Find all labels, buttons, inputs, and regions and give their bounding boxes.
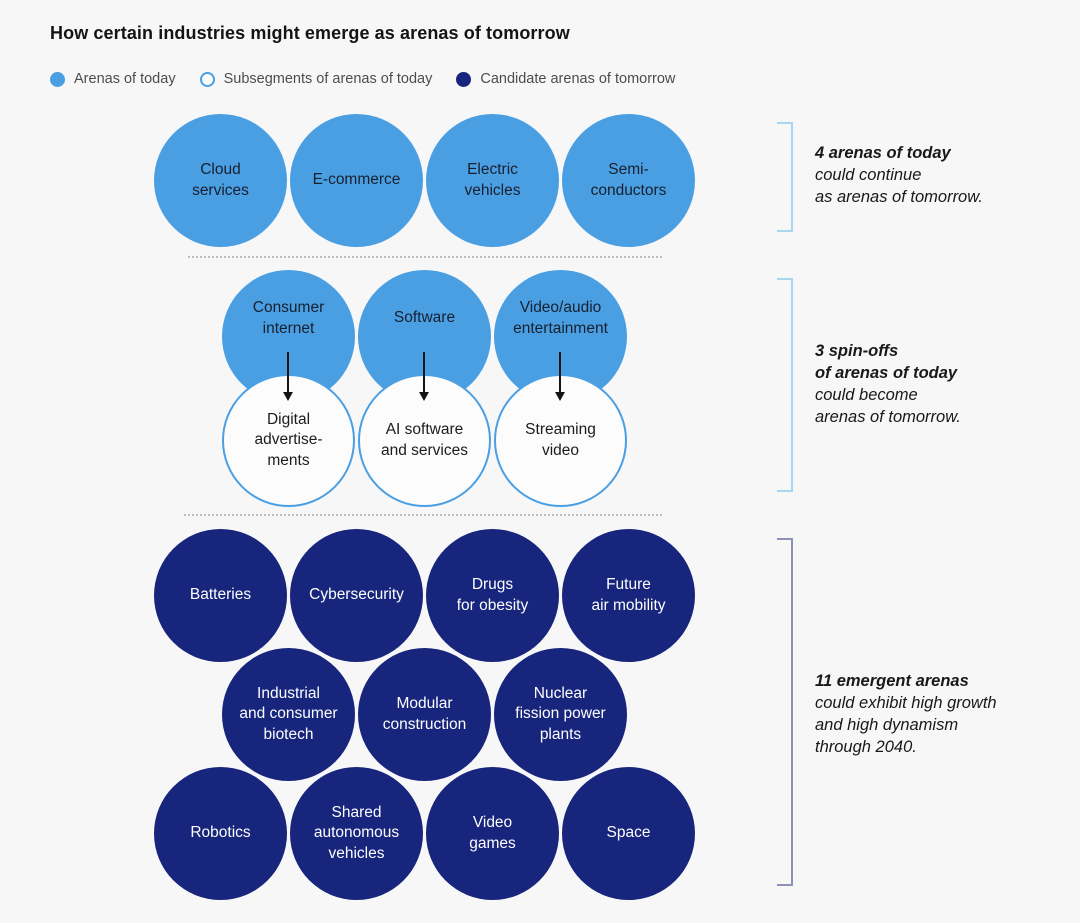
arrow-down-icon [418, 352, 429, 401]
annotation-line: 11 emergent arenas [815, 672, 969, 690]
circle-ai-software-and-services: AI software and services [358, 374, 491, 507]
page-title: How certain industries might emerge as a… [50, 23, 570, 43]
annotation-line: 4 arenas of today [815, 144, 951, 162]
arrow-down-icon [554, 352, 565, 401]
legend-label: Candidate arenas of tomorrow [480, 71, 676, 87]
arenas-of-today-dot-icon [50, 71, 65, 87]
circle-nuclear-fission-power-plants: Nuclear fission power plants [494, 648, 627, 781]
annotation-line: 3 spin-offs [815, 342, 899, 360]
annotation-line: could continue [815, 166, 922, 184]
circle-space: Space [562, 767, 695, 900]
circle-modular-construction: Modular construction [358, 648, 491, 781]
candidates-dot-icon [456, 71, 472, 87]
subsegments-ring-icon [199, 71, 215, 87]
bracket-emergent [777, 538, 793, 886]
legend-label: Subsegments of arenas of today [223, 71, 433, 87]
legend-item-arenas-of-today: Arenas of today [50, 71, 176, 87]
dotted-divider [188, 256, 662, 258]
legend: Arenas of today Subsegments of arenas of… [50, 71, 675, 87]
circle-future-air-mobility: Future air mobility [562, 529, 695, 662]
bracket-arenas-of-today [777, 122, 793, 232]
circle-e-commerce: E-commerce [290, 114, 423, 247]
legend-label: Arenas of today [74, 71, 176, 87]
circle-electric-vehicles: Electric vehicles [426, 114, 559, 247]
annotation-line: arenas of tomorrow. [815, 408, 961, 426]
circle-drugs-for-obesity: Drugs for obesity [426, 529, 559, 662]
bracket-spinoffs [777, 278, 793, 492]
legend-item-subsegments: Subsegments of arenas of today [199, 71, 433, 87]
annotation-line: as arenas of tomorrow. [815, 188, 983, 206]
circle-cybersecurity: Cybersecurity [290, 529, 423, 662]
annotation-line: of arenas of today [815, 364, 958, 382]
circle-cloud-services: Cloud services [154, 114, 287, 247]
circle-semiconductors: Semi- conductors [562, 114, 695, 247]
circle-video-games: Video games [426, 767, 559, 900]
annotation-line: and high dynamism [815, 716, 959, 734]
annotation-arenas-of-today: 4 arenas of today could continue as aren… [815, 142, 1075, 208]
circle-robotics: Robotics [154, 767, 287, 900]
circle-shared-autonomous-vehicles: Shared autonomous vehicles [290, 767, 423, 900]
circle-batteries: Batteries [154, 529, 287, 662]
annotation-line: could exhibit high growth [815, 694, 997, 712]
dotted-divider [184, 514, 662, 516]
annotation-emergent: 11 emergent arenas could exhibit high gr… [815, 670, 1075, 758]
circle-digital-advertisements: Digital advertise- ments [222, 374, 355, 507]
legend-item-candidates: Candidate arenas of tomorrow [456, 71, 675, 87]
annotation-spinoffs: 3 spin-offs of arenas of today could bec… [815, 340, 1075, 428]
circle-industrial-consumer-biotech: Industrial and consumer biotech [222, 648, 355, 781]
arrow-down-icon [282, 352, 293, 401]
annotation-line: could become [815, 386, 918, 404]
annotation-line: through 2040. [815, 738, 917, 756]
